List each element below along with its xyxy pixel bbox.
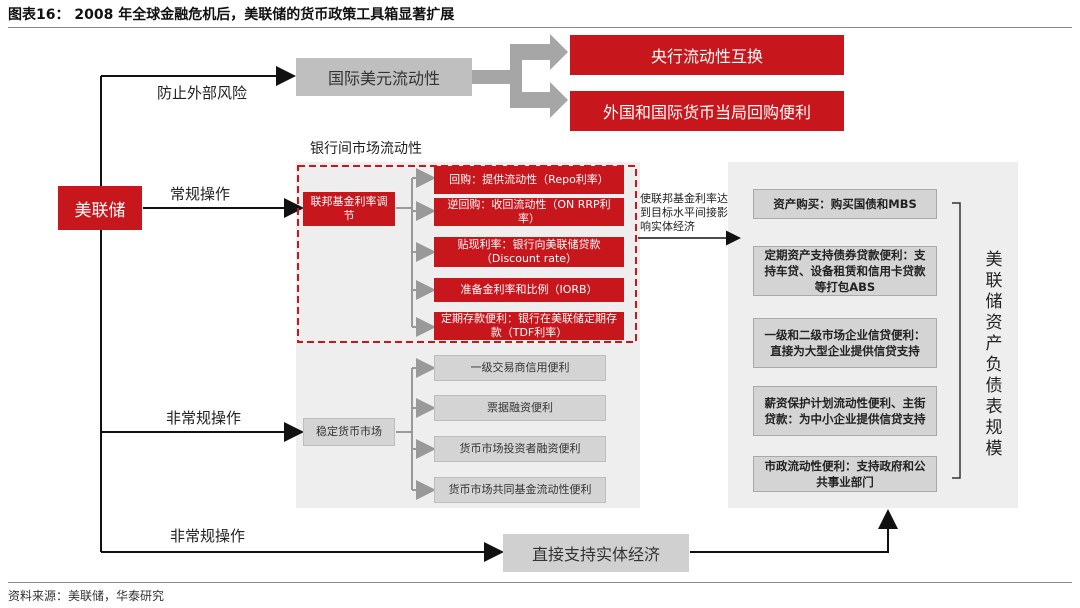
tool-reverse-repo-label: 逆回购：收回流动性（ON RRP利率）	[447, 198, 611, 225]
facility-cpff: 票据融资便利	[434, 395, 606, 421]
balance-sheet-side-label: 美联储资产负债表规模	[985, 250, 1003, 459]
asset-purchase-box: 资产购买：购买国债和MBS	[753, 189, 937, 219]
facility-mmiff: 货币市场投资者融资便利	[434, 436, 606, 462]
tool-iorb: 准备金利率和比例（IORB）	[434, 278, 624, 302]
facility-pdcf-label: 一级交易商信用便利	[470, 361, 570, 374]
ppplf-main-street-box: 薪资保护计划流动性便利、主街贷款：为中小企业提供信贷支持	[753, 386, 937, 436]
direct-support-box: 直接支持实体经济	[503, 534, 689, 572]
tool-discount-rate-label: 贴现利率：银行向美联储贷款（Discount rate）	[457, 238, 601, 265]
facility-mmlf-label: 货币市场共同基金流动性便利	[448, 483, 592, 496]
transmission-note: 使联邦基金利率达到目标水平间接影响实体经济	[640, 192, 728, 233]
source-note: 资料来源：美联储，华泰研究	[8, 589, 165, 603]
money-market-box: 稳定货币市场	[303, 418, 395, 446]
facility-cpff-label: 票据融资便利	[487, 401, 553, 414]
asset-purchase-label: 资产购买：购买国债和MBS	[773, 197, 917, 211]
facility-mmiff-label: 货币市场投资者融资便利	[459, 442, 581, 455]
money-market-label: 稳定货币市场	[316, 425, 382, 438]
footer-divider	[8, 582, 1072, 583]
branch-label-unconventional: 非常规操作	[166, 409, 242, 427]
tool-repo-label: 回购：提供流动性（Repo利率）	[449, 173, 609, 186]
tool-tdf: 定期存款便利：银行在美联储定期存款（TDF利率）	[434, 312, 624, 340]
fed-funds-rate-box: 联邦基金利率调节	[303, 192, 395, 226]
facility-mmlf: 货币市场共同基金流动性便利	[434, 477, 606, 503]
branch-label-unconventional-2: 非常规操作	[170, 527, 246, 545]
tool-reverse-repo: 逆回购：收回流动性（ON RRP利率）	[434, 198, 624, 226]
tool-discount-rate: 贴现利率：银行向美联储贷款（Discount rate）	[434, 237, 624, 267]
branch-label-regular: 常规操作	[170, 185, 231, 203]
central-bank-swap-box: 央行流动性互换	[570, 35, 844, 75]
fima-repo-label: 外国和国际货币当局回购便利	[602, 103, 811, 122]
corporate-credit-label: 一级和二级市场企业信贷便利：直接为大型企业提供信贷支持	[764, 328, 926, 358]
municipal-liquidity-box: 市政流动性便利：支持政府和公共事业部门	[753, 456, 937, 492]
corporate-credit-box: 一级和二级市场企业信贷便利：直接为大型企业提供信贷支持	[753, 318, 937, 368]
branch-label-external: 防止外部风险	[157, 84, 248, 102]
municipal-liquidity-label: 市政流动性便利：支持政府和公共事业部门	[764, 459, 926, 489]
tool-repo: 回购：提供流动性（Repo利率）	[434, 166, 624, 194]
talf-box: 定期资产支持债券贷款便利：支持车贷、设备租赁和信用卡贷款等打包ABS	[753, 246, 937, 296]
ppplf-main-street-label: 薪资保护计划流动性便利、主街贷款：为中小企业提供信贷支持	[764, 396, 926, 426]
fed-label: 美联储	[74, 200, 126, 221]
talf-label: 定期资产支持债券贷款便利：支持车贷、设备租赁和信用卡贷款等打包ABS	[764, 248, 926, 294]
fima-repo-box: 外国和国际货币当局回购便利	[570, 91, 844, 131]
fed-box: 美联储	[58, 186, 142, 230]
interbank-section-label: 银行间市场流动性	[310, 141, 422, 157]
direct-support-label: 直接支持实体经济	[531, 545, 660, 564]
page-title: 图表16： 2008 年全球金融危机后，美联储的货币政策工具箱显著扩展	[8, 7, 455, 23]
intl-usd-liquidity-box: 国际美元流动性	[296, 58, 472, 96]
tool-tdf-label: 定期存款便利：银行在美联储定期存款（TDF利率）	[441, 312, 617, 339]
central-bank-swap-label: 央行流动性互换	[650, 47, 763, 66]
facility-pdcf: 一级交易商信用便利	[434, 355, 606, 381]
tool-iorb-label: 准备金利率和比例（IORB）	[460, 283, 598, 296]
intl-usd-liquidity-label: 国际美元流动性	[327, 69, 440, 88]
title-divider	[8, 27, 1072, 28]
fed-funds-rate-label: 联邦基金利率调节	[310, 195, 388, 222]
